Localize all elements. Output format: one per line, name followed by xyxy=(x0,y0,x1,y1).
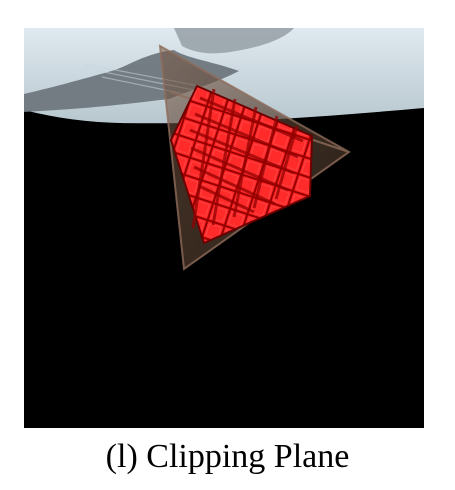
clipping-plane-render xyxy=(24,28,424,428)
ground-shadow-top xyxy=(174,28,294,54)
figure-caption: (l) Clipping Plane xyxy=(105,438,350,475)
scene-svg xyxy=(24,28,424,428)
clipped-red-grid xyxy=(169,84,314,245)
